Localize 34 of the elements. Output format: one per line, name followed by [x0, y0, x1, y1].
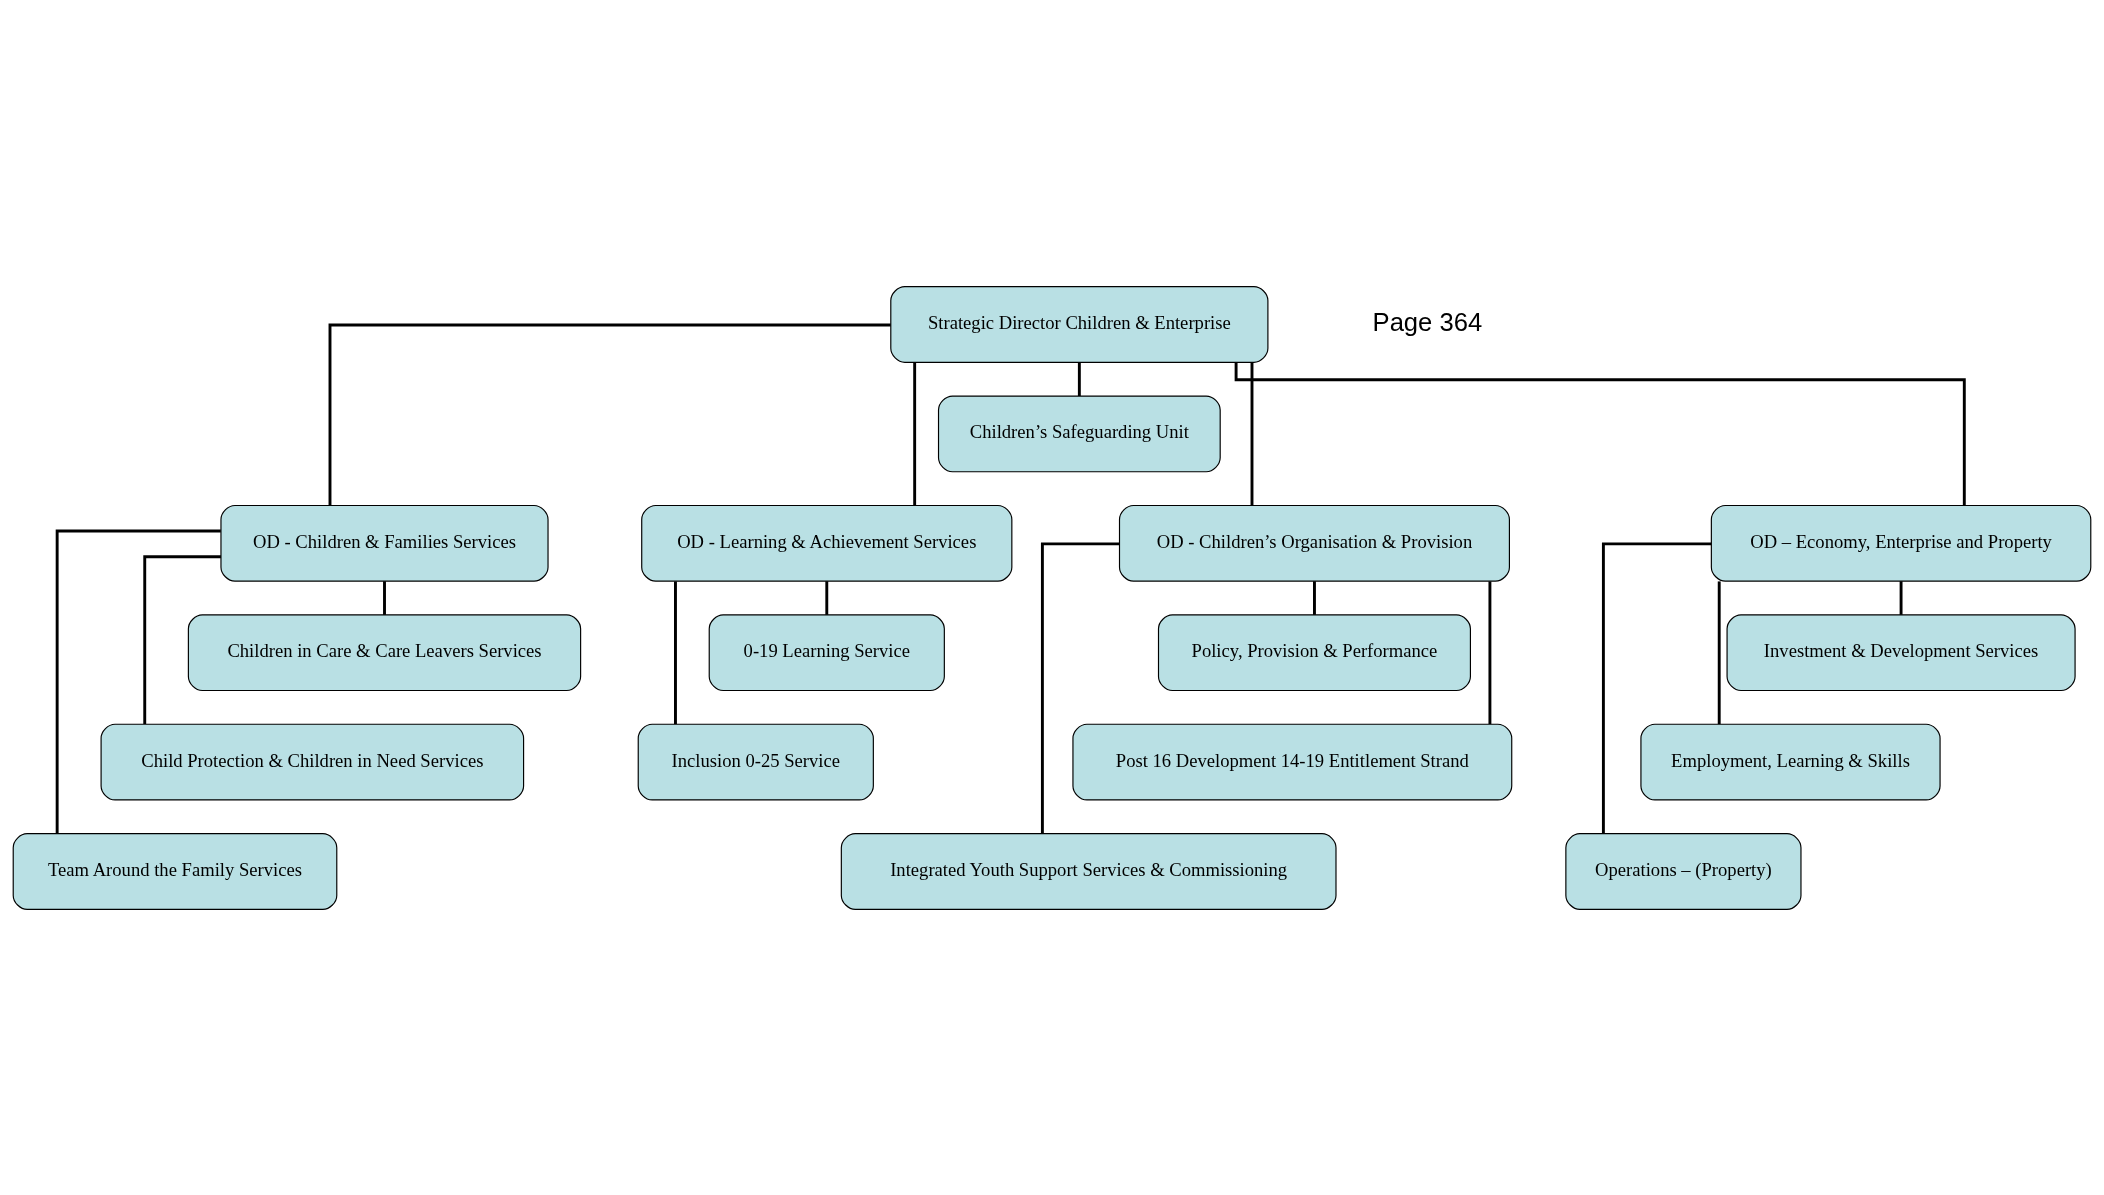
node-box: Strategic Director Children & Enterprise [890, 285, 1269, 363]
node-box: Post 16 Development 14-19 Entitlement Strand [1072, 723, 1513, 801]
connector [383, 580, 386, 615]
connector [328, 323, 891, 505]
node-box: Integrated Youth Support Services & Commissioning [840, 832, 1337, 910]
connector [1488, 580, 1492, 724]
connector [1601, 541, 1712, 834]
node-box: Team Around the Family Services [12, 832, 338, 910]
node-box: OD – Economy, Enterprise and Property [1710, 504, 2092, 582]
node-box: Operations – (Property) [1565, 832, 1802, 910]
connector [1899, 580, 1903, 615]
node-box: Children’s Safeguarding Unit [937, 395, 1221, 472]
node-box: Inclusion 0-25 Service [637, 723, 874, 801]
connector [143, 554, 221, 724]
connector [913, 362, 917, 505]
connector [1040, 541, 1120, 834]
connector [55, 529, 221, 833]
node-box: OD - Children & Families Services [220, 504, 549, 582]
node-box: Policy, Provision & Performance [1157, 613, 1471, 691]
connector [825, 580, 829, 615]
node-box: 0-19 Learning Service [708, 613, 945, 691]
node-box: Children in Care & Care Leavers Services [187, 613, 582, 691]
connector [1250, 362, 1254, 505]
connector [1717, 580, 1721, 724]
node-box: Child Protection & Children in Need Services [100, 723, 525, 801]
node-box: Employment, Learning & Skills [1640, 723, 1941, 801]
node-box: OD - Learning & Achievement Services [641, 504, 1013, 582]
node-box: OD - Children’s Organisation & Provision [1118, 504, 1510, 582]
connector [1313, 580, 1316, 615]
connector [1234, 362, 1966, 505]
node-box: Investment & Development Services [1726, 613, 2076, 691]
connector [1077, 361, 1081, 396]
connector [674, 580, 677, 724]
label: Page 364 [1372, 307, 1483, 336]
